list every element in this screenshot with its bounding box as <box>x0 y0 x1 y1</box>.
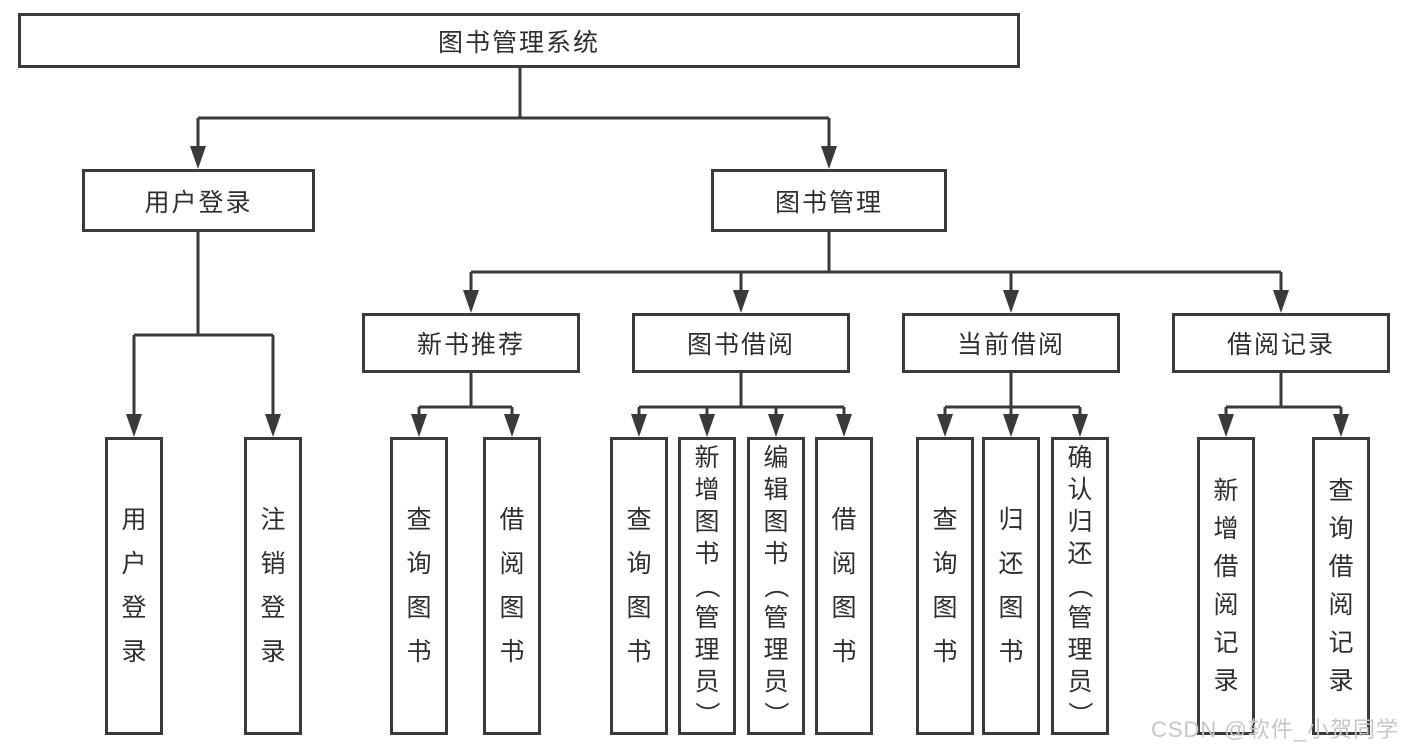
node-label: 借阅记录 <box>1226 331 1335 359</box>
node-label: 用户登录 <box>144 188 253 217</box>
leaf-query-books-recommend: 查询图书 <box>390 437 448 735</box>
leaf-borrow-books-borrowing: 借阅图书 <box>815 437 873 735</box>
leaf-add-book-admin: 新增图书（管理员） <box>678 437 736 735</box>
node-book-management: 图书管理 <box>711 169 947 232</box>
node-user-login: 用户登录 <box>82 169 315 232</box>
leaf-edit-book-admin: 编辑图书（管理员） <box>747 437 805 735</box>
arrowheads <box>126 146 1349 437</box>
node-label: 查询借阅记录 <box>1328 477 1354 695</box>
node-label: 编辑图书（管理员） <box>761 444 790 727</box>
node-label: 图书借阅 <box>686 331 795 359</box>
node-label: 当前借阅 <box>956 331 1065 359</box>
node-current-borrowing: 当前借阅 <box>902 313 1120 373</box>
node-book-borrowing: 图书借阅 <box>632 313 850 373</box>
node-label: 新增图书（管理员） <box>692 444 721 727</box>
leaf-return-books: 归还图书 <box>982 437 1040 735</box>
node-label: 图书管理 <box>774 188 883 217</box>
node-label: 新增借阅记录 <box>1213 477 1239 695</box>
leaf-borrow-books-recommend: 借阅图书 <box>483 437 541 735</box>
leaf-query-books-borrowing: 查询图书 <box>610 437 668 735</box>
node-label: 用户登录 <box>121 506 147 666</box>
leaf-confirm-return-admin: 确认归还（管理员） <box>1051 437 1109 735</box>
node-label: 图书管理系统 <box>437 28 600 57</box>
node-label: 注销登录 <box>260 506 286 666</box>
leaf-logout: 注销登录 <box>244 437 302 735</box>
node-label: 查询图书 <box>626 506 652 666</box>
node-label: 归还图书 <box>998 506 1024 666</box>
node-library-system: 图书管理系统 <box>18 13 1020 68</box>
leaf-add-borrow-record: 新增借阅记录 <box>1197 437 1255 735</box>
node-borrowing-records: 借阅记录 <box>1172 313 1390 373</box>
node-label: 查询图书 <box>932 506 958 666</box>
node-label: 查询图书 <box>406 506 432 666</box>
node-label: 新书推荐 <box>416 331 525 359</box>
leaf-user-login: 用户登录 <box>105 437 163 735</box>
node-label: 借阅图书 <box>499 506 525 666</box>
csdn-watermark: CSDN @软件_小贺同学 <box>1150 717 1399 742</box>
leaf-query-borrow-record: 查询借阅记录 <box>1312 437 1370 735</box>
node-new-book-recommend: 新书推荐 <box>362 313 580 373</box>
leaf-query-books-current: 查询图书 <box>916 437 974 735</box>
node-label: 确认归还（管理员） <box>1065 444 1094 727</box>
node-label: 借阅图书 <box>831 506 857 666</box>
